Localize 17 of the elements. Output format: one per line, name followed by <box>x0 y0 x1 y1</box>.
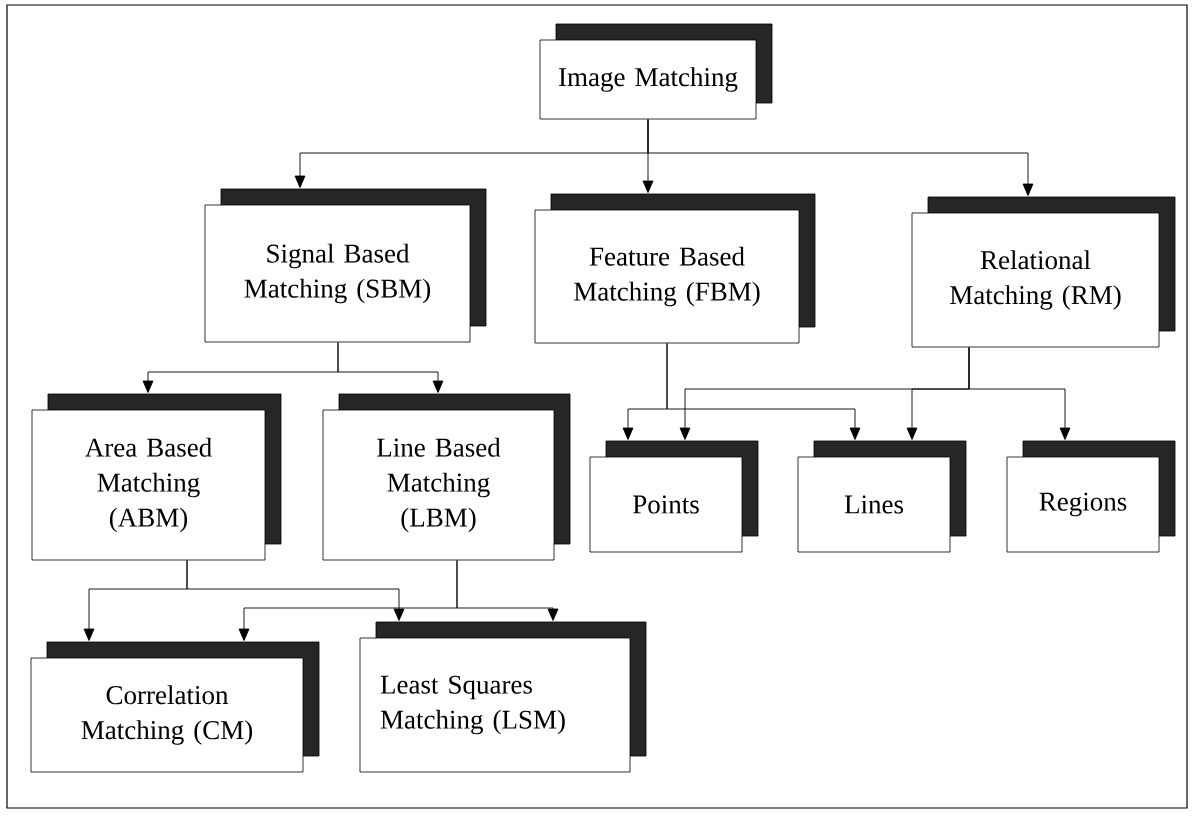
shadowed-box: Signal Based Matching (SBM) <box>204 188 487 343</box>
arrow <box>968 346 1071 440</box>
shadowed-box: Image Matching <box>539 23 773 120</box>
shadowed-box: Points <box>589 440 759 553</box>
arrow <box>337 341 444 393</box>
arrow <box>666 342 861 440</box>
shadowed-box: Line Based Matching (LBM) <box>322 393 571 561</box>
arrow <box>647 118 1034 196</box>
arrow <box>186 559 405 621</box>
shadowed-box: Feature Based Matching (FBM) <box>534 193 816 344</box>
shadowed-box: Relational Matching (RM) <box>911 196 1176 348</box>
shadowed-box: Regions <box>1006 440 1176 553</box>
shadowed-box: Least Squares Matching (LSM) <box>359 621 647 773</box>
shadowed-box: Area Based Matching (ABM) <box>31 393 282 561</box>
arrow <box>456 559 559 621</box>
shadowed-box: Lines <box>797 440 967 553</box>
shadowed-box: Correlation Matching (CM) <box>30 641 320 773</box>
